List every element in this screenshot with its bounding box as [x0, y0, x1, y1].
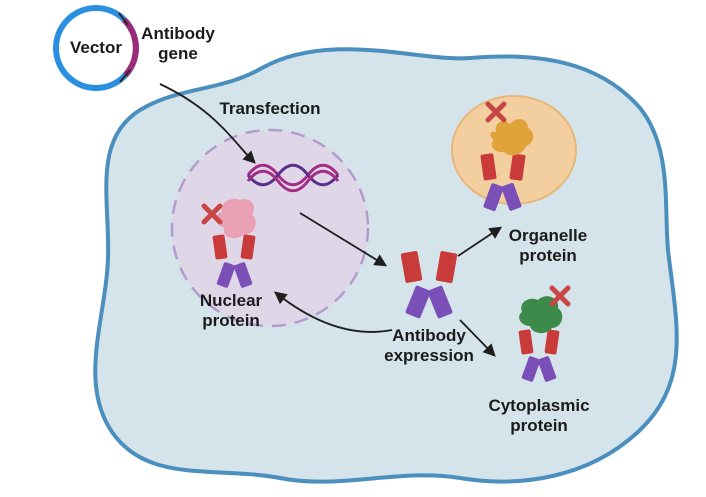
label-antibody-gene: Antibody gene — [134, 24, 222, 64]
label-cytoplasmic-line1: Cytoplasmic — [488, 396, 590, 415]
nuclear-protein-blob — [216, 198, 256, 239]
label-cytoplasmic-line2: protein — [510, 416, 568, 435]
x-mark-organelle — [485, 101, 507, 123]
label-organelle-line1: Organelle — [508, 226, 588, 245]
label-organelle-protein: Organelle protein — [500, 226, 596, 266]
label-nuclear-line2: protein — [202, 311, 260, 330]
gene-tick-bottom — [119, 69, 131, 83]
antibody-central — [400, 250, 458, 319]
label-antibody-gene-line1: Antibody — [141, 24, 215, 43]
label-organelle-line2: protein — [519, 246, 577, 265]
x-mark-cytoplasmic — [549, 285, 571, 307]
label-nuclear-protein: Nuclear protein — [190, 291, 272, 331]
label-nuclear-line1: Nuclear — [199, 291, 263, 310]
arrow-transfection — [159, 83, 256, 164]
arrow-to-expression — [299, 212, 388, 267]
antibody-organelle — [480, 153, 526, 212]
label-vector-text: Vector — [70, 38, 122, 57]
label-transfection: Transfection — [206, 99, 334, 119]
gene-tick-top — [118, 12, 129, 26]
label-expression-line1: Antibody — [392, 326, 466, 345]
antibody-cytoplasmic — [518, 329, 560, 382]
arrow-to-nucleus — [274, 291, 393, 333]
label-cytoplasmic-protein: Cytoplasmic protein — [478, 396, 600, 436]
organelle-protein-blob — [490, 119, 534, 156]
label-expression-line2: expression — [384, 346, 474, 365]
label-vector: Vector — [70, 38, 122, 58]
label-transfection-text: Transfection — [219, 99, 321, 118]
label-antibody-gene-line2: gene — [158, 44, 198, 63]
x-mark-nuclear — [201, 203, 223, 225]
label-antibody-expression: Antibody expression — [378, 326, 480, 366]
arrow-to-cytoplasm — [459, 319, 496, 357]
dna-helix — [246, 163, 340, 193]
arrow-to-organelle — [457, 226, 503, 257]
antibody-nuclear — [212, 234, 256, 288]
